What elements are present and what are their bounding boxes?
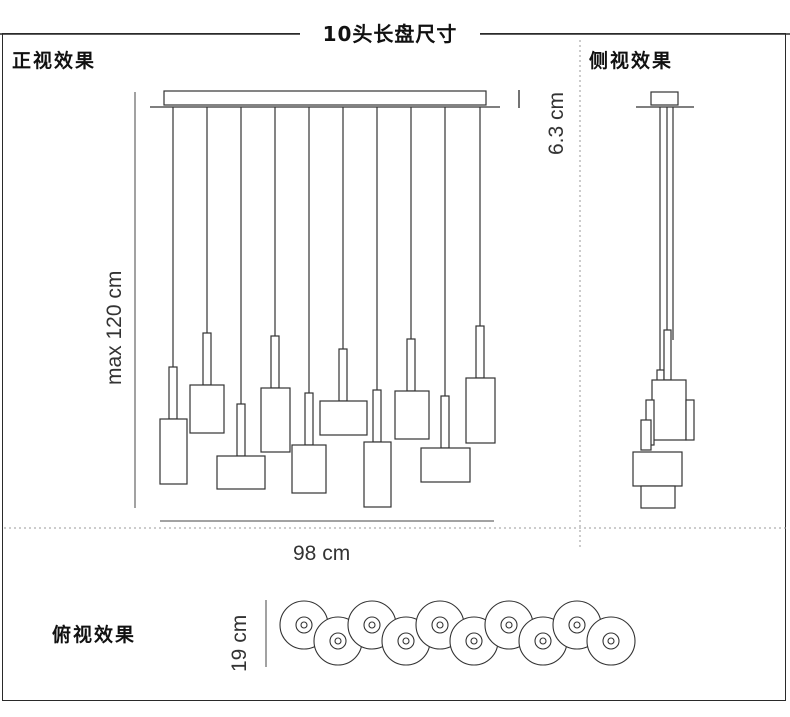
top-view-label: 俯视效果 (52, 624, 137, 646)
front-canopy (150, 90, 500, 108)
pendant-5 (291, 107, 327, 494)
pendant-2 (189, 107, 225, 434)
pendant-9 (420, 107, 471, 483)
pendant-7 (363, 107, 392, 508)
pendant-4 (260, 107, 291, 453)
pendant-6 (319, 107, 368, 436)
top-disc-10 (586, 616, 636, 666)
side-view (632, 91, 695, 509)
page-title: 10头长盘尺寸 (300, 18, 480, 47)
pendant-3 (216, 107, 266, 490)
side-view-label: 侧视效果 (589, 50, 674, 72)
front-view-label: 正视效果 (12, 50, 97, 72)
width-dimension-label: 98 cm (293, 542, 351, 565)
pendant-10 (465, 107, 496, 444)
pendant-8 (394, 107, 430, 440)
pendant-1 (159, 107, 188, 485)
